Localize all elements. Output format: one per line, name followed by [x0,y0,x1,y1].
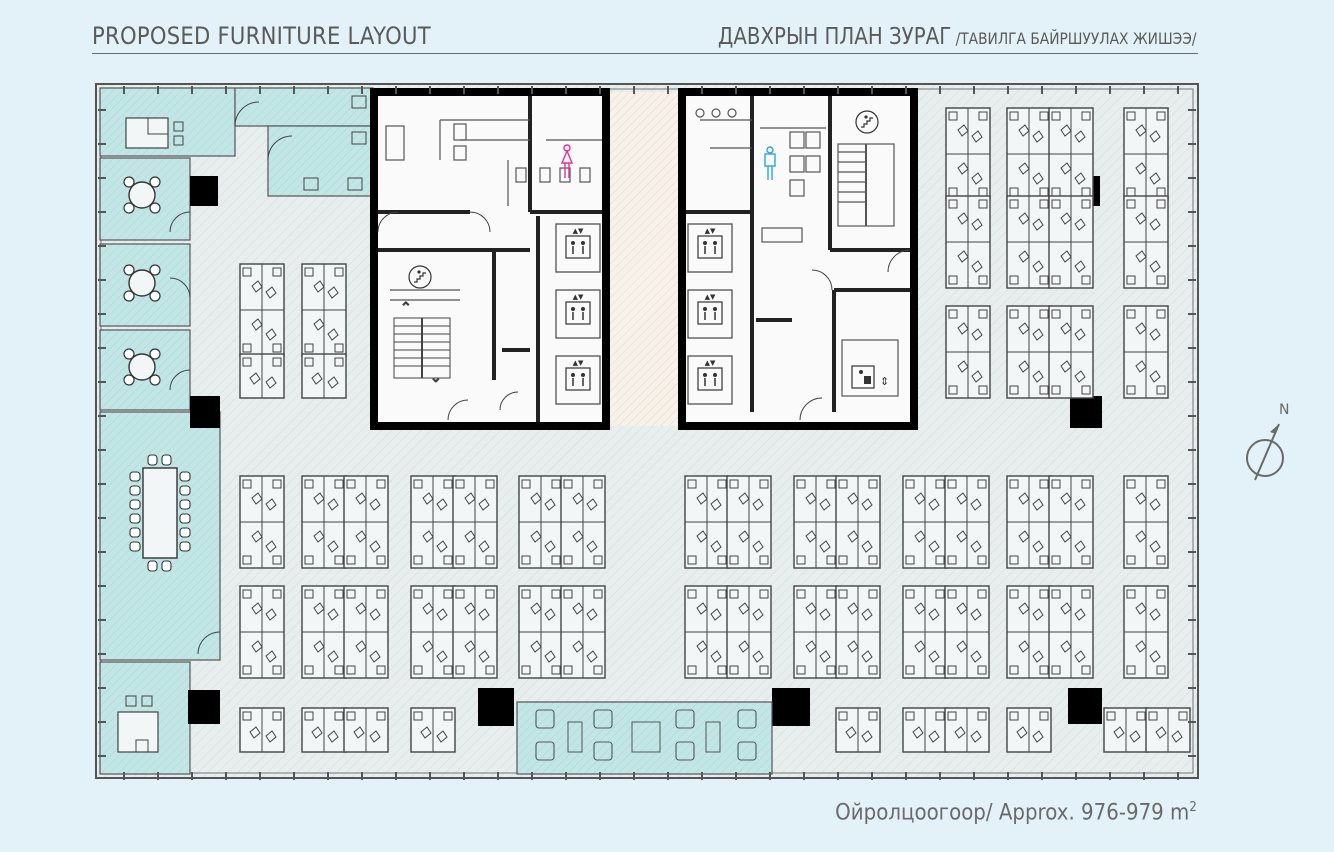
workstation-pod [944,585,990,679]
plan-title-local: ДАВХРЫН ПЛАН ЗУРАГ /ТАВИЛГА БАЙРШУУЛАХ Ж… [718,24,1197,50]
stairwell-east [695,108,899,397]
area-text: Ойролцоогоор/ Approx. 976-979 m [835,800,1190,826]
workstation-pod [452,475,498,569]
workstation-pod [239,585,285,679]
workstation-pod [726,475,772,569]
female-restroom-icon [560,144,574,178]
workstation-pod [1103,707,1149,753]
workstation-pod [944,707,990,753]
plan-title-local-sub: /ТАВИЛГА БАЙРШУУЛАХ ЖИШЭЭ/ [956,29,1197,48]
meeting-table-1 [123,176,161,214]
workstation-pod [301,475,347,569]
workstation-pod [793,475,839,569]
header-rule [92,53,1198,54]
window-mullions [98,86,1196,780]
workstation-pod [1123,475,1169,569]
elevator-icon [555,223,601,273]
workstation-pod [560,475,606,569]
workstation-pod [1048,585,1094,679]
workstation-pod [1006,585,1052,679]
area-unit-sup: 2 [1189,800,1197,815]
workstation-pod [684,585,730,679]
workstation-pod [945,195,991,289]
workstation-pod [1006,195,1052,289]
workstation-pod [301,263,347,357]
workstation-pod [1006,107,1052,201]
meeting-table-3 [123,348,161,386]
workstation-pod [902,707,948,753]
workstation-pod [1048,107,1094,201]
workstation-pod [793,585,839,679]
workstation-pod [1123,195,1169,289]
workstation-pod [835,475,881,569]
workstation-pod [1145,707,1191,753]
stairwell-west: ⌃ ⌄ [393,300,451,387]
workstation-pod [560,585,606,679]
elevator-icon [687,355,733,405]
workstation-pod [1048,475,1094,569]
plan-title-local-main: ДАВХРЫН ПЛАН ЗУРАГ [718,24,952,50]
building-core: ⌃ ⌄ [370,88,918,430]
workstation-pod [1123,107,1169,201]
workstation-pod [343,585,389,679]
workstation-pod [301,585,347,679]
workstation-pod [410,707,456,753]
workstation-pod [1048,195,1094,289]
area-label: Ойролцоогоор/ Approx. 976-979 m2 [835,800,1197,825]
plan-title: PROPOSED FURNITURE LAYOUT [92,22,431,50]
conference-table [129,454,191,572]
workstation-pod [301,707,347,753]
elevator-icon [687,223,733,273]
workstation-pod [726,585,772,679]
workstation-pod [518,475,564,569]
workstation-pod [301,353,347,399]
workstation-pod [944,475,990,569]
lounge-area [516,701,773,775]
workstation-pod [902,585,948,679]
workstation-pod [1006,707,1052,753]
workstation-pod [835,585,881,679]
workstation-pod [239,263,285,357]
workstation-pod [1006,305,1052,399]
workstation-pod [410,585,456,679]
workstation-pod [1123,585,1169,679]
male-restroom-icon [764,146,776,180]
workstation-pod [239,707,285,753]
north-arrow-icon: N [1246,402,1289,481]
workstation-pod [902,475,948,569]
workstation-pod [1048,305,1094,399]
workstation-pod [945,305,991,399]
workstation-pod [518,585,564,679]
elevator-icon [555,289,601,339]
workstation-pod [835,707,881,753]
svg-text:⌃: ⌃ [400,300,412,316]
workstation-pod [1123,305,1169,399]
workstation-pod [343,475,389,569]
workstation-pod [1006,475,1052,569]
service-lift-icon: ⇕ [851,365,889,389]
svg-text:⇕: ⇕ [880,375,889,388]
workstation-pod [410,475,456,569]
elevator-icon [555,355,601,405]
workstation-pod [452,585,498,679]
workstation-pod [343,707,389,753]
workstation-pod [684,475,730,569]
workstation-pod [945,107,991,201]
workstation-pod [239,353,285,399]
meeting-table-2 [123,264,161,302]
workstation-pod [239,475,285,569]
elevator-icon [687,289,733,339]
svg-text:⌄: ⌄ [430,370,442,386]
north-label: N [1279,402,1289,418]
